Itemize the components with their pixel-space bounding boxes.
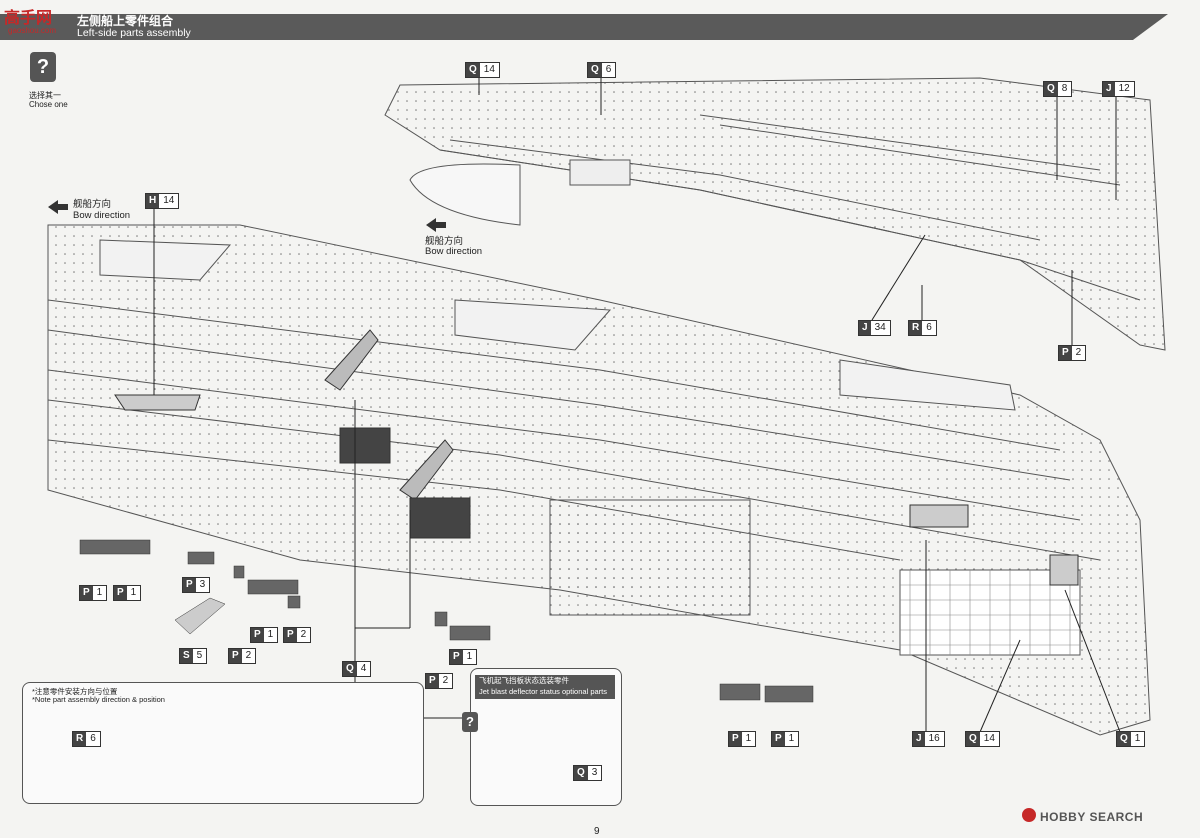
- bow-arrow-icon: [426, 218, 446, 232]
- question-icon: ?: [30, 52, 56, 82]
- upper-hull-view: [384, 77, 1166, 351]
- choose-one-en: Chose one: [29, 100, 68, 109]
- hobby-search-logo-icon: [1022, 808, 1036, 822]
- blast-deflectors: [114, 329, 1079, 586]
- optional-parts-title: 飞机起飞挡板状态选装零件 Jet blast deflector status …: [475, 675, 615, 699]
- choose-one-cn: 选择其一: [29, 91, 61, 100]
- bow-direction-en-1: Bow direction: [73, 210, 131, 221]
- bow-direction-cn-2: 舰船方向: [425, 236, 464, 247]
- header-bar: [0, 14, 1168, 40]
- page-title-en: Left-side parts assembly: [77, 27, 191, 39]
- watermark: HOBBY SEARCH: [1040, 810, 1144, 824]
- question-icon: ?: [462, 712, 478, 732]
- small-parts: [79, 539, 814, 703]
- note-text-en: *Note part assembly direction & position: [32, 695, 165, 704]
- bow-direction-en-2: Bow direction: [425, 246, 483, 257]
- bow-direction-cn-1: 舰船方向: [73, 199, 112, 210]
- main-deck-view: [47, 224, 1151, 736]
- page-title-cn: 左侧船上零件组合: [77, 14, 174, 28]
- site-url: gaoshou.com: [8, 26, 57, 35]
- note-text-cn: *注意零件安装方向与位置: [32, 687, 118, 696]
- page-number: 9: [594, 826, 600, 837]
- site-logo: 高手网: [4, 8, 53, 27]
- bow-arrow-icon: [48, 200, 68, 214]
